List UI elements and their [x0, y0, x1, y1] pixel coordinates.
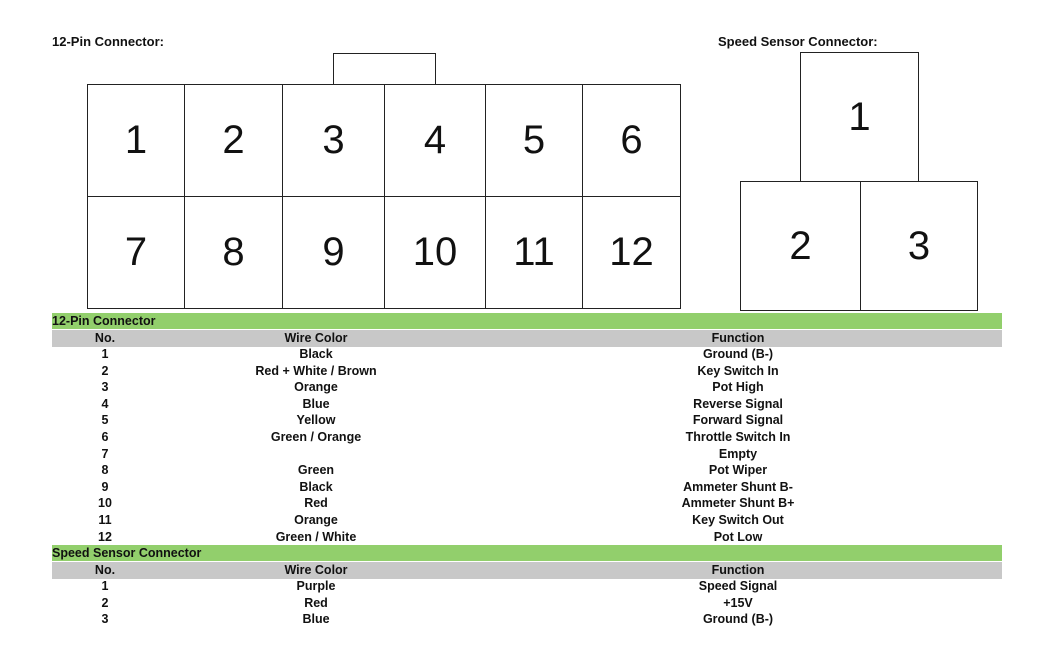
table-row: 12 Green / White Pot Low — [52, 529, 1002, 546]
cell-function: Ground (B-) — [702, 612, 774, 627]
cell-no: 3 — [101, 612, 109, 627]
cell-function: +15V — [723, 595, 753, 610]
speed-pin-1: 1 — [800, 52, 919, 182]
cell-function: Ammeter Shunt B+ — [681, 496, 795, 511]
cell-no: 7 — [101, 446, 109, 461]
cell-function: Reverse Signal — [693, 396, 783, 411]
cell-function: Ammeter Shunt B- — [683, 479, 793, 494]
cell-no: 6 — [101, 430, 109, 444]
pin-5: 5 — [485, 84, 583, 197]
cell-wire-color: Yellow — [296, 413, 336, 428]
table-header-row: No. Wire Color Function — [52, 330, 1002, 347]
table-row: 4 Blue Reverse Signal — [52, 396, 1002, 413]
pin-11: 11 — [485, 196, 583, 309]
cell-no: 3 — [101, 380, 109, 395]
pin-9: 9 — [282, 196, 385, 309]
cell-wire-color: Purple — [296, 579, 336, 593]
twelve-pin-diagram-label: 12-Pin Connector: — [52, 34, 164, 49]
table-row: 2 Red + White / Brown Key Switch In — [52, 363, 1002, 380]
cell-wire-color: Green / Orange — [270, 430, 362, 444]
cell-function: Key Switch In — [697, 363, 779, 378]
table-row: 1 Black Ground (B-) — [52, 346, 1002, 363]
speed-pin-2: 2 — [740, 181, 861, 311]
table-row: 8 Green Pot Wiper — [52, 462, 1002, 479]
cell-no: 1 — [101, 347, 109, 361]
cell-function: Ground (B-) — [702, 347, 774, 361]
cell-wire-color: Blue — [302, 396, 330, 411]
header-wire-color: Wire Color — [284, 563, 348, 577]
table-row: 11 Orange Key Switch Out — [52, 512, 1002, 529]
cell-no: 12 — [98, 529, 112, 544]
cell-wire-color: Red + White / Brown — [255, 363, 377, 378]
header-function: Function — [711, 563, 765, 577]
cell-function: Key Switch Out — [692, 513, 784, 527]
speed-sensor-diagram-label: Speed Sensor Connector: — [718, 34, 878, 49]
pin-2: 2 — [184, 84, 283, 197]
cell-wire-color: Orange — [294, 513, 338, 527]
pin-12: 12 — [582, 196, 681, 309]
pin-7: 7 — [87, 196, 185, 309]
speed-sensor-table-title: Speed Sensor Connector — [52, 545, 1002, 561]
cell-wire-color: Blue — [302, 612, 330, 627]
cell-function: Throttle Switch In — [685, 430, 791, 444]
cell-no: 1 — [101, 579, 109, 593]
pin-4: 4 — [384, 84, 486, 197]
cell-no: 5 — [101, 413, 109, 428]
table-row: 6 Green / Orange Throttle Switch In — [52, 429, 1002, 446]
table-row: 3 Orange Pot High — [52, 379, 1002, 396]
table-row: 5 Yellow Forward Signal — [52, 412, 1002, 429]
cell-wire-color: Black — [299, 479, 333, 494]
pin-8: 8 — [184, 196, 283, 309]
cell-no: 2 — [101, 363, 109, 378]
cell-function: Speed Signal — [698, 579, 778, 593]
pin-6: 6 — [582, 84, 681, 197]
table-row: 3 Blue Ground (B-) — [52, 611, 1002, 628]
cell-no: 4 — [101, 396, 109, 411]
table-row: 7 Empty — [52, 446, 1002, 463]
connector-latch — [333, 53, 436, 86]
table-row: 9 Black Ammeter Shunt B- — [52, 479, 1002, 496]
pin-10: 10 — [384, 196, 486, 309]
cell-no: 2 — [101, 595, 109, 610]
table-header-row: No. Wire Color Function — [52, 562, 1002, 579]
table-row: 2 Red +15V — [52, 595, 1002, 612]
cell-no: 9 — [101, 479, 109, 494]
cell-wire-color: Black — [299, 347, 333, 361]
header-no: No. — [94, 563, 116, 577]
cell-wire-color: Green — [297, 463, 335, 478]
header-function: Function — [711, 331, 765, 345]
header-wire-color: Wire Color — [284, 331, 348, 345]
cell-function: Forward Signal — [692, 413, 784, 428]
cell-no: 11 — [98, 513, 112, 527]
twelve-pin-table-title: 12-Pin Connector — [52, 313, 1002, 329]
cell-no: 8 — [101, 463, 109, 478]
cell-wire-color: Green / White — [275, 529, 357, 544]
pin-1: 1 — [87, 84, 185, 197]
table-row: 1 Purple Speed Signal — [52, 578, 1002, 595]
header-no: No. — [94, 331, 116, 345]
cell-function: Pot High — [712, 380, 764, 395]
cell-no: 10 — [98, 496, 112, 511]
cell-wire-color: Red — [304, 595, 328, 610]
pin-3: 3 — [282, 84, 385, 197]
cell-wire-color: Orange — [294, 380, 338, 395]
cell-function: Pot Wiper — [708, 463, 768, 478]
table-row: 10 Red Ammeter Shunt B+ — [52, 495, 1002, 512]
cell-function: Pot Low — [713, 529, 763, 544]
cell-wire-color: Red — [304, 496, 328, 511]
speed-pin-3: 3 — [860, 181, 978, 311]
cell-function: Empty — [718, 446, 758, 461]
